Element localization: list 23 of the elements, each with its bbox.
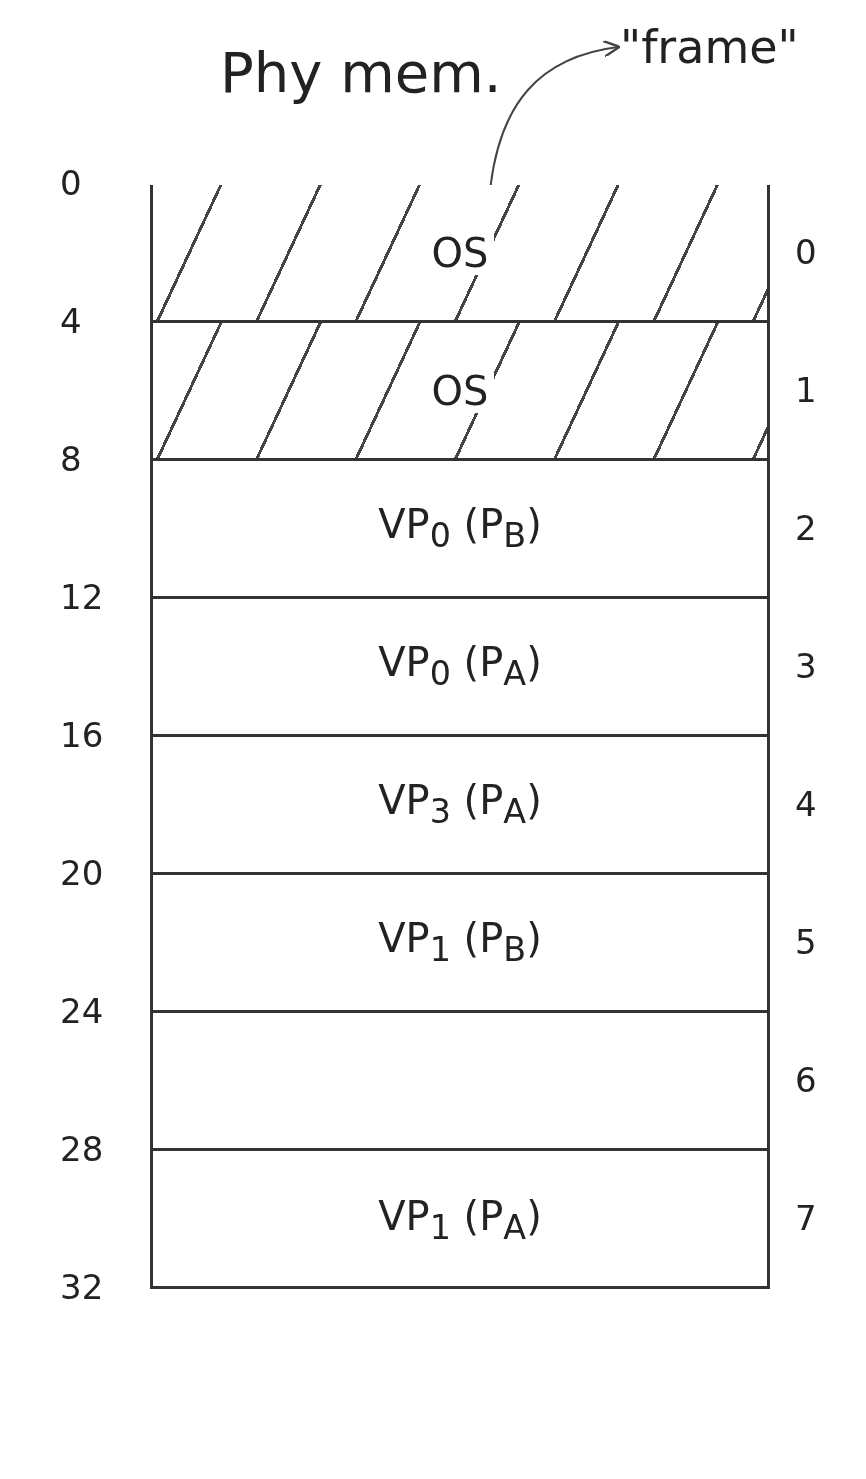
frame-number: 5	[795, 922, 817, 962]
title: Phy mem.	[220, 40, 502, 105]
frame-number: 6	[795, 1060, 817, 1100]
frame-number: 4	[795, 784, 817, 824]
address-label: 0	[60, 163, 82, 203]
callout-text: "frame"	[620, 20, 799, 74]
frame-number: 2	[795, 508, 817, 548]
address-label: 32	[60, 1267, 104, 1307]
frame-number: 7	[795, 1198, 817, 1238]
address-label: 20	[60, 853, 104, 893]
address-label: 8	[60, 439, 82, 479]
address-label: 16	[60, 715, 104, 755]
address-label: 12	[60, 577, 104, 617]
frame-number: 0	[795, 232, 817, 272]
address-label: 28	[60, 1129, 104, 1169]
frame-number: 3	[795, 646, 817, 686]
reserved-frame	[153, 185, 767, 323]
arrow	[489, 40, 621, 186]
memory-column	[150, 185, 770, 1289]
address-label: 24	[60, 991, 104, 1031]
reserved-frame	[153, 323, 767, 461]
frame-number: 1	[795, 370, 817, 410]
address-label: 4	[60, 301, 82, 341]
